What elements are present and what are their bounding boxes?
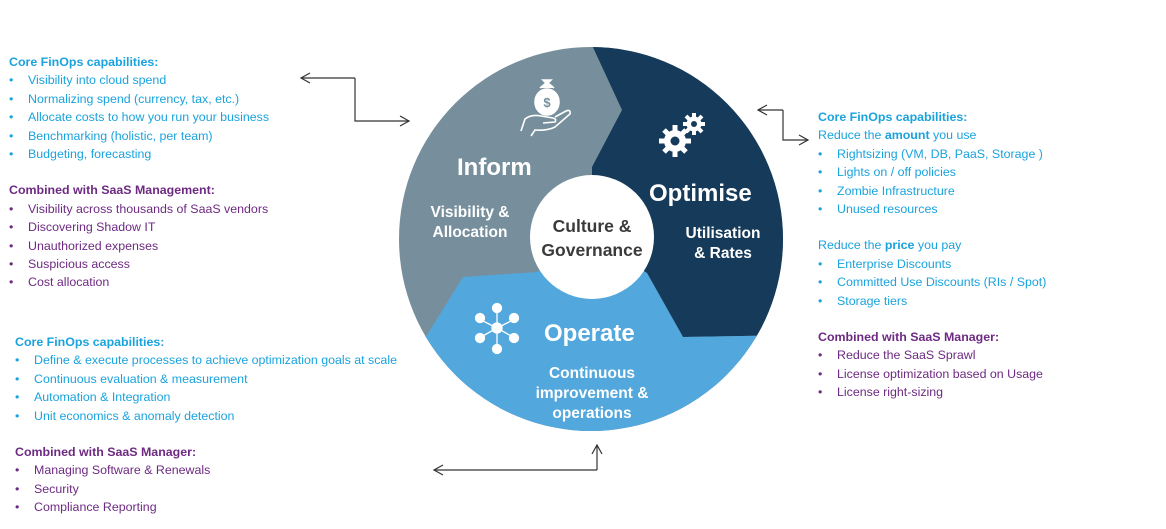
gears-icon	[659, 113, 705, 157]
list-item: Storage tiers	[818, 292, 1046, 311]
list-item: Zombie Infrastructure	[818, 182, 1046, 201]
list-item: Enterprise Discounts	[818, 255, 1046, 274]
optimise-title: Optimise	[649, 180, 752, 207]
center-circle	[530, 175, 654, 299]
heading-text: you pay	[914, 238, 962, 253]
list-item: Define & execute processes to achieve op…	[15, 351, 397, 370]
operate-title: Operate	[544, 320, 635, 347]
reduce-price-heading: Reduce the price you pay	[818, 236, 1046, 254]
saas-heading: Combined with SaaS Management:	[9, 183, 215, 198]
core-capabilities-heading: Core FinOps capabilities:	[9, 55, 159, 69]
list-item: Cost allocation	[9, 273, 269, 292]
heading-text: Reduce the	[818, 128, 885, 143]
list-item: Rightsizing (VM, DB, PaaS, Storage )	[818, 145, 1046, 164]
list-item: Unit economics & anomaly detection	[15, 407, 397, 426]
list-item: License right-sizing	[818, 383, 1046, 402]
money-bag-hand-icon: $	[520, 79, 571, 137]
list-item: Reduce the SaaS Sprawl	[818, 346, 1046, 365]
heading-emphasis: price	[884, 238, 915, 253]
optimise-panel: Core FinOps capabilities: Reduce the amo…	[818, 108, 1046, 402]
heading-text: you use	[929, 128, 977, 143]
list-item: Suspicious access	[9, 255, 269, 274]
core-capabilities-heading: Core FinOps capabilities:	[818, 110, 968, 124]
list-item: Committed Use Discounts (RIs / Spot)	[818, 273, 1046, 292]
people-network-icon	[474, 302, 520, 355]
svg-text:$: $	[543, 95, 551, 110]
operate-subtitle-line: improvement &	[535, 385, 649, 402]
inform-panel: Core FinOps capabilities: Visibility int…	[9, 53, 269, 292]
inform-subtitle-line: Visibility &	[430, 204, 510, 221]
list-item: Benchmarking (holistic, per team)	[9, 127, 269, 146]
list-item: Discovering Shadow IT	[9, 218, 269, 237]
list-item: Allocate costs to how you run your busin…	[9, 108, 269, 127]
reduce-amount-heading: Reduce the amount you use	[818, 126, 1046, 144]
center-label-line: Culture &	[552, 216, 632, 236]
inform-connector-arrow	[299, 72, 411, 127]
optimise-subtitle: Utilisation & Rates	[668, 224, 778, 264]
list-item: Budgeting, forecasting	[9, 145, 269, 164]
list-item: Unused resources	[818, 200, 1046, 219]
list-item: Automation & Integration	[15, 388, 397, 407]
list-item: Visibility across thousands of SaaS vend…	[9, 200, 269, 219]
optimise-subtitle-line: Utilisation	[685, 225, 761, 242]
optimise-subtitle-line: & Rates	[694, 245, 752, 262]
core-capabilities-heading: Core FinOps capabilities:	[15, 335, 165, 349]
heading-text: Reduce the	[818, 238, 885, 253]
list-item: Unauthorized expenses	[9, 237, 269, 256]
operate-panel: Core FinOps capabilities: Define & execu…	[15, 333, 397, 517]
center-label: Culture & Governance	[532, 214, 652, 262]
list-item: Managing Software & Renewals	[15, 461, 397, 480]
optimise-connector-arrow	[756, 104, 810, 146]
inform-subtitle: Visibility & Allocation	[420, 203, 520, 243]
list-item: Compliance Reporting	[15, 498, 397, 517]
inform-subtitle-line: Allocation	[432, 224, 508, 241]
list-item: Lights on / off policies	[818, 163, 1046, 182]
list-item: Normalizing spend (currency, tax, etc.)	[9, 90, 269, 109]
heading-emphasis: amount	[884, 128, 930, 143]
saas-heading: Combined with SaaS Manager:	[818, 330, 1000, 345]
list-item: License optimization based on Usage	[818, 365, 1046, 384]
operate-connector-arrow	[432, 443, 603, 476]
operate-segment	[399, 238, 783, 431]
inform-title: Inform	[457, 154, 532, 181]
saas-heading: Combined with SaaS Manager:	[15, 445, 197, 460]
list-item: Visibility into cloud spend	[9, 71, 269, 90]
operate-subtitle: Continuous improvement & operations	[522, 364, 662, 424]
list-item: Security	[15, 480, 397, 499]
operate-subtitle-line: operations	[552, 405, 632, 422]
list-item: Continuous evaluation & measurement	[15, 370, 397, 389]
operate-subtitle-line: Continuous	[548, 365, 636, 382]
center-label-line: Governance	[541, 240, 643, 260]
